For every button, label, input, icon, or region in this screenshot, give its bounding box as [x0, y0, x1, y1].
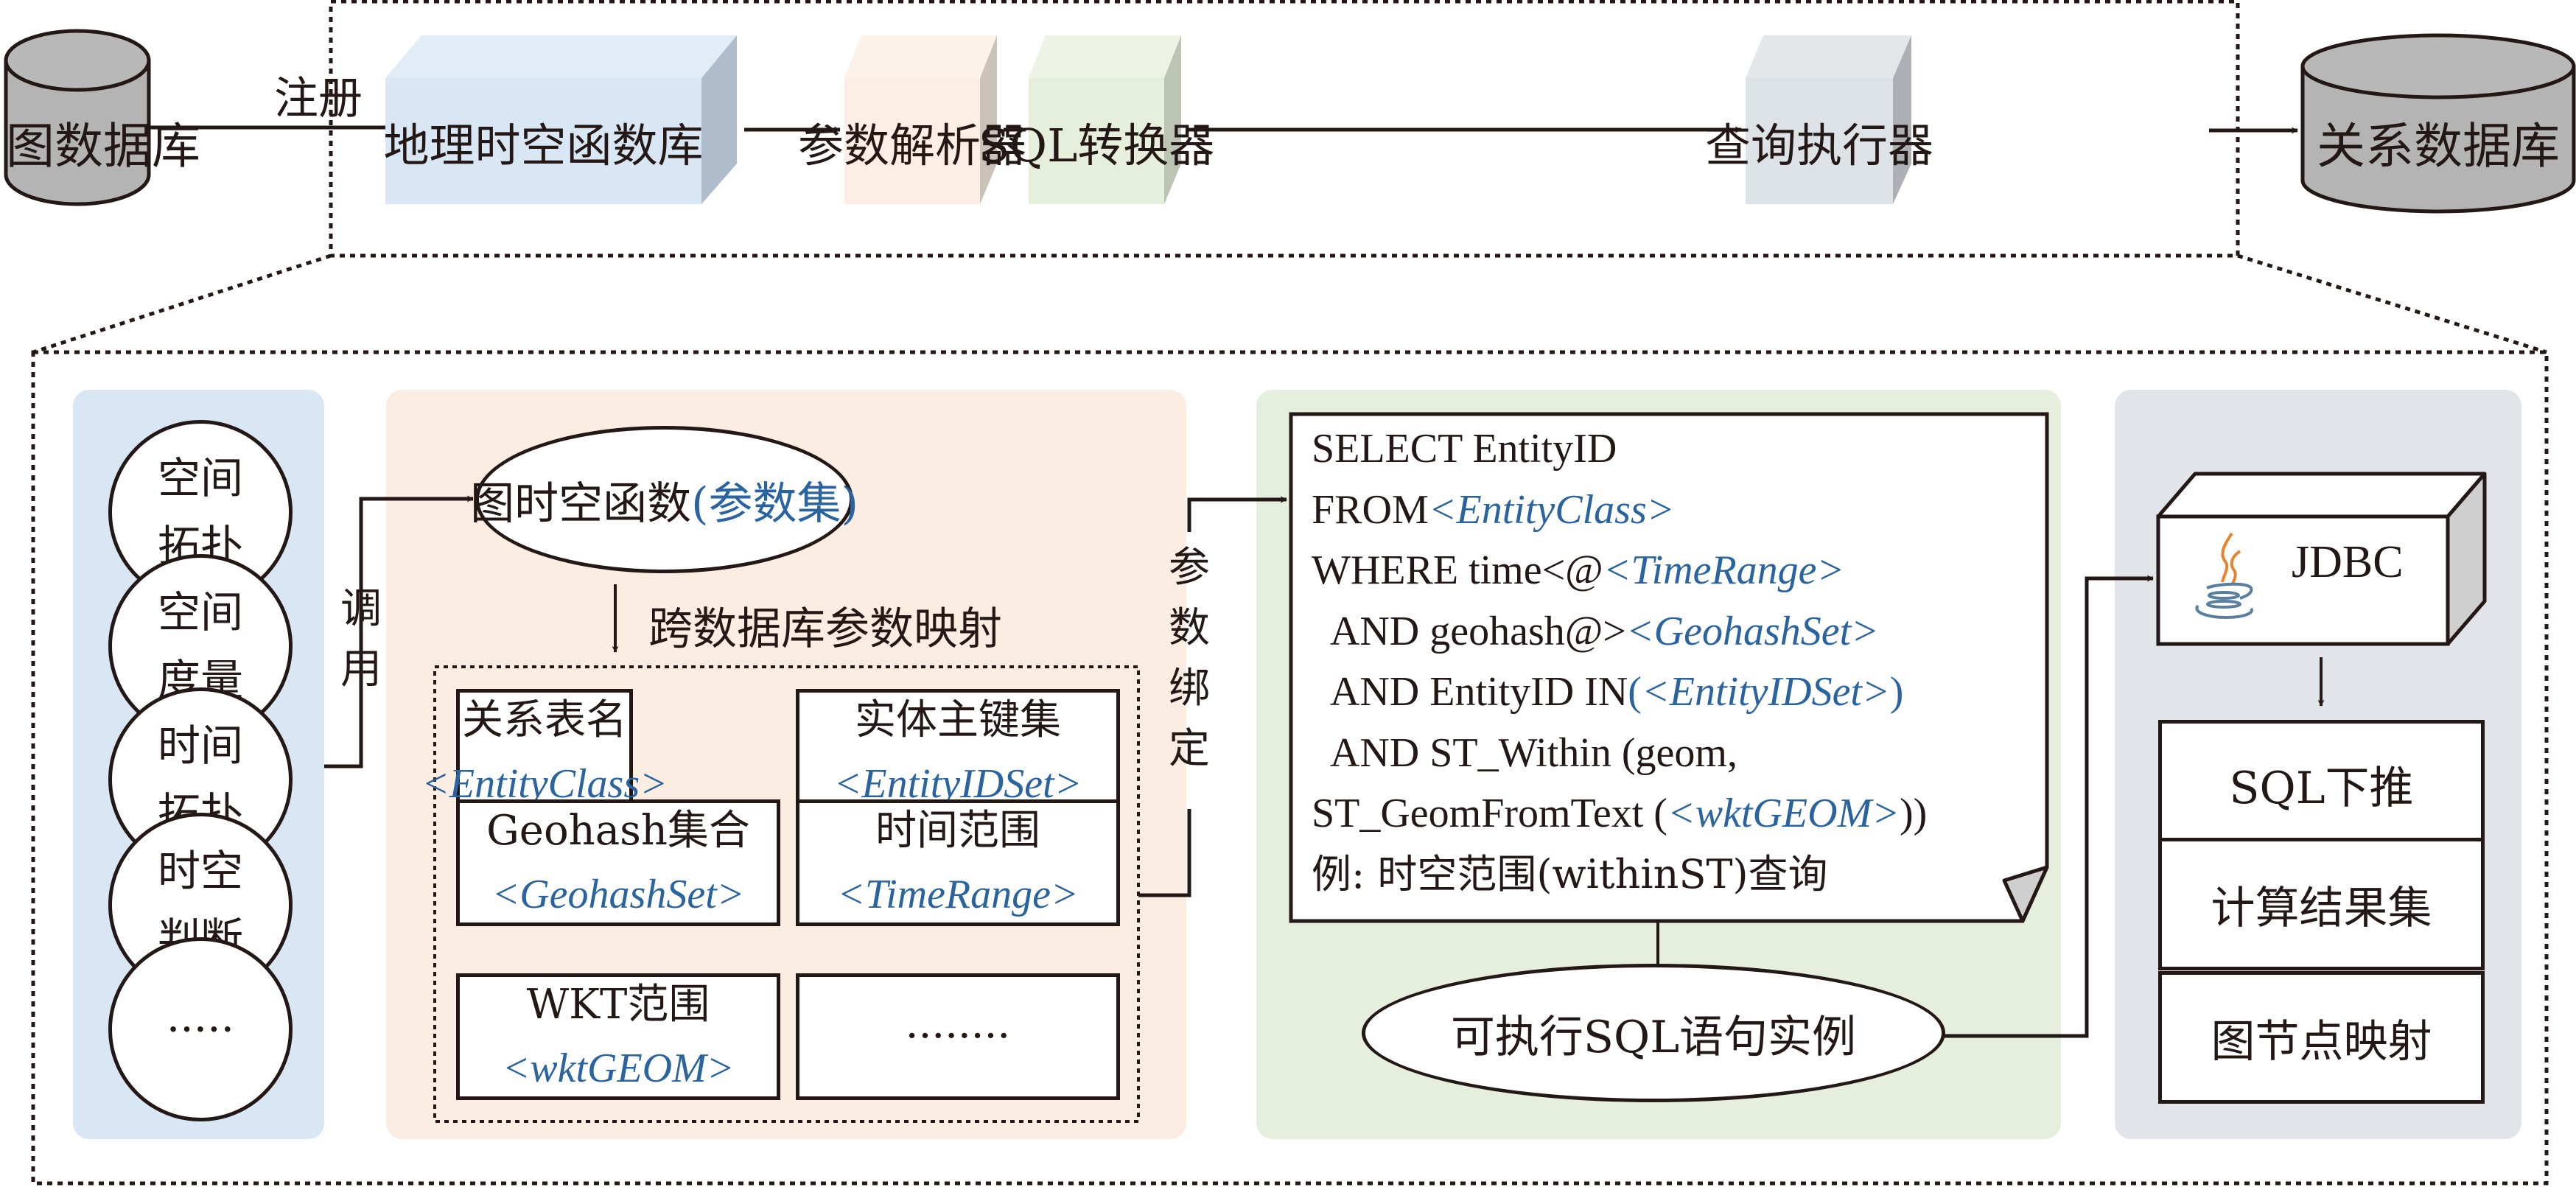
sql-template-document	[1289, 412, 2049, 923]
relational-database-label: 关系数据库	[2317, 118, 2560, 175]
instance-to-jdbc-connector	[1943, 575, 2154, 1038]
stage-box-sql-converter	[1029, 35, 1181, 204]
register-label: 注册	[274, 73, 363, 125]
sql-line: WHERE time<@<TimeRange>	[1312, 540, 1927, 601]
step-graph-node-mapping[interactable]: 图节点映射	[2158, 971, 2485, 1104]
sql-param-token: <wktGEOM>	[1667, 791, 1900, 836]
parameter-binding-label: 参 数 绑 定	[1169, 544, 1210, 773]
sql-line: AND ST_Within (geom,	[1312, 723, 1927, 784]
sql-param-token: <TimeRange>	[1603, 547, 1845, 593]
graph-database-label: 图数据库	[6, 118, 200, 175]
stage-label-geo-function-library: 地理时空函数库	[383, 118, 704, 172]
stage-label-parameter-parser: 参数解析器	[798, 118, 1027, 172]
sql-line: AND geohash@><GeohashSet>	[1312, 601, 1927, 662]
param-box-more[interactable]: ········	[796, 973, 1120, 1100]
sql-param-token: <EntityIDSet>	[1641, 669, 1890, 715]
sql-line: 例: 时空范围(withinST)查询	[1312, 844, 1927, 906]
step-sql-pushdown[interactable]: SQL下推	[2158, 720, 2485, 849]
sql-keyword-text: AND geohash@>	[1312, 608, 1626, 654]
step-compute-result-set[interactable]: 计算结果集	[2158, 838, 2485, 970]
graph-database-cylinder	[4, 29, 151, 206]
sql-bracket: )	[1889, 669, 1904, 715]
sql-keyword-text: ST_GeomFromText (	[1312, 791, 1667, 836]
bind-connector-arrow	[1187, 496, 1287, 532]
executable-sql-instance-node[interactable]: 可执行SQL语句实例	[1362, 964, 1945, 1102]
param-box-entity-id-set[interactable]: 实体主键集 <EntityIDSet>	[796, 689, 1120, 816]
panel-parameter-parser-bg	[386, 390, 1186, 1139]
stage-label-sql-converter: SQL转换器	[978, 118, 1215, 172]
sql-keyword-text: FROM	[1312, 486, 1429, 533]
param-box-time-range[interactable]: 时间范围 <TimeRange>	[796, 799, 1120, 926]
zoom-line-right	[2237, 253, 2547, 354]
sql-line: AND EntityID IN(<EntityIDSet>)	[1312, 662, 1927, 723]
sql-keyword-text: ))	[1900, 791, 1928, 836]
stage-label-query-executor: 查询执行器	[1705, 118, 1934, 172]
sql-param-token: <GeohashSet>	[1625, 608, 1879, 654]
jdbc-box	[2156, 472, 2487, 646]
zoom-line-left	[32, 253, 332, 354]
invoke-connector	[324, 495, 474, 768]
jdbc-label: JDBC	[2292, 537, 2404, 587]
cross-db-mapping-label: 跨数据库参数映射	[648, 603, 1002, 655]
graph-spatiotemporal-function-node[interactable]: 图时空函数(参数集)	[470, 426, 858, 573]
param-box-entity-class[interactable]: 关系表名 <EntityClass>	[421, 689, 668, 816]
sql-param-token: <EntityClass>	[1428, 486, 1675, 533]
sql-line: SELECT EntityID	[1312, 419, 1927, 480]
bind-connector	[1138, 809, 1191, 897]
sql-keyword-text: AND ST_Within (geom,	[1312, 729, 1737, 776]
detail-frame	[31, 350, 2549, 1186]
sql-line: FROM<EntityClass>	[1312, 480, 1927, 541]
invoke-label: 调 用	[340, 585, 382, 693]
category-more[interactable]: ·····	[108, 937, 293, 1121]
sql-keyword-text: 例: 时空范围(withinST)查询	[1312, 850, 1828, 897]
sql-keyword-text: SELECT EntityID	[1312, 426, 1617, 472]
sql-bracket: (	[1628, 669, 1642, 715]
relational-database-cylinder	[2300, 33, 2576, 214]
sql-line: ST_GeomFromText (<wktGEOM>))	[1312, 783, 1927, 844]
sql-keyword-text: WHERE time<@	[1312, 547, 1603, 593]
param-box-geohash-set[interactable]: Geohash集合 <GeohashSet>	[456, 799, 780, 926]
java-cup-icon	[2195, 532, 2253, 620]
stage-box-query-executor	[1746, 35, 1911, 204]
stage-box-parameter-parser	[844, 35, 997, 204]
stage-box-geo-function-library	[385, 35, 737, 204]
param-box-wkt-geom[interactable]: WKT范围 <wktGEOM>	[456, 973, 780, 1100]
sql-keyword-text: AND EntityID IN	[1312, 669, 1628, 715]
